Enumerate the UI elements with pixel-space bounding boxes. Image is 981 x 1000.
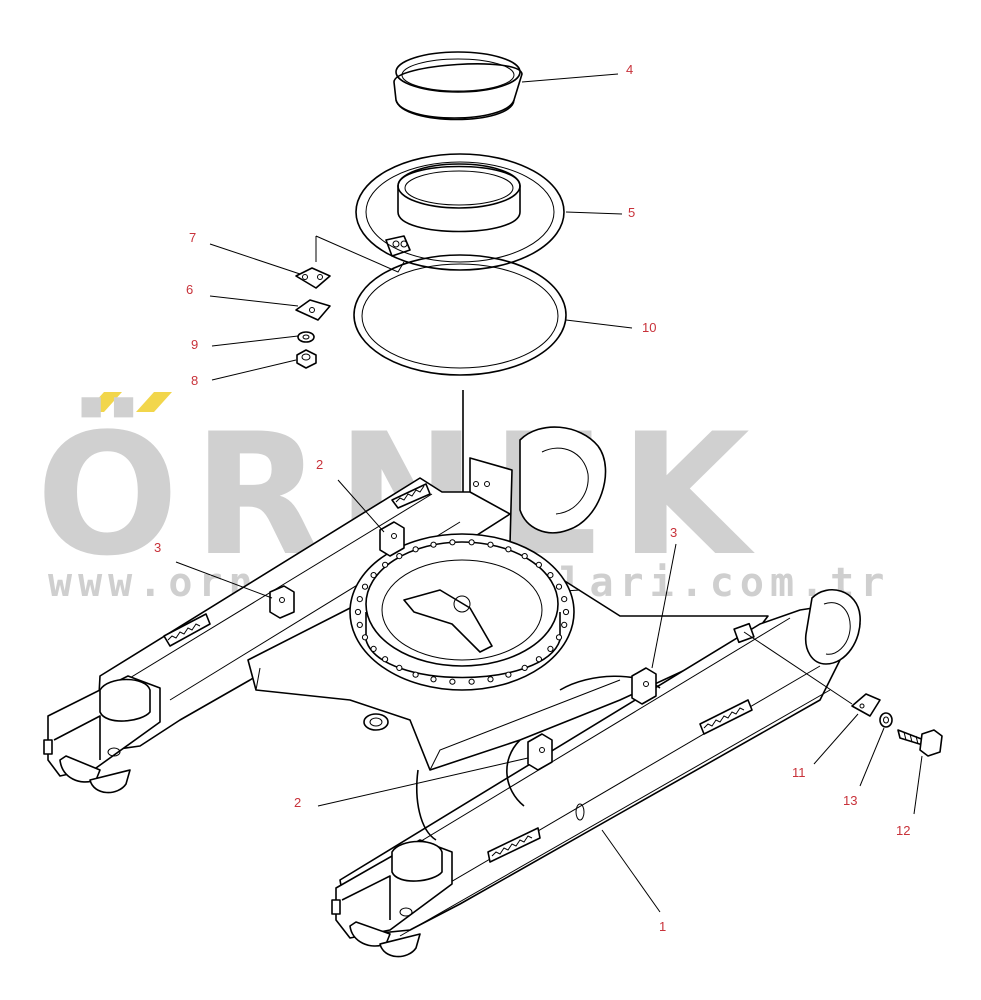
callout-6: 6 xyxy=(186,282,193,297)
bolt-hole xyxy=(449,678,456,685)
bolt-hole xyxy=(382,561,389,568)
callout-8: 8 xyxy=(191,373,198,388)
bolt-hole xyxy=(361,583,369,590)
bolt-hole xyxy=(370,572,377,579)
nut-part-8 xyxy=(296,349,317,369)
callout-2-top: 2 xyxy=(316,457,323,472)
bolt-hole xyxy=(430,541,437,548)
washer-part-13 xyxy=(879,712,893,728)
bolt-hole xyxy=(356,596,363,603)
watermark-umlaut-left xyxy=(86,392,122,412)
callout-2-bottom: 2 xyxy=(294,795,301,810)
bolt-hole xyxy=(361,634,369,641)
bolt-hole xyxy=(562,608,570,616)
bolt-hole xyxy=(547,645,554,653)
plate-part-11 xyxy=(851,693,881,717)
callout-3-left: 3 xyxy=(154,540,161,555)
swing-circle-bolt-holes xyxy=(354,539,570,685)
bracket-part-2-top xyxy=(379,521,405,557)
callout-10: 10 xyxy=(642,320,656,335)
callout-1: 1 xyxy=(659,919,666,934)
bolt-hole xyxy=(356,621,363,629)
bolt-hole xyxy=(505,546,512,553)
bolt-hole xyxy=(555,634,563,641)
bolt-hole xyxy=(468,539,475,546)
bolt-hole xyxy=(521,664,528,672)
bolt-hole xyxy=(412,671,419,678)
bearing-race-part-5 xyxy=(355,153,565,271)
bolt-hole xyxy=(430,676,437,683)
bolt-hole xyxy=(505,671,512,678)
bolt-hole xyxy=(412,546,419,553)
callouts: 4 5 10 7 6 9 8 2 3 3 2 1 11 13 12 xyxy=(154,62,910,934)
bolt-hole xyxy=(449,539,456,546)
bolt-hole xyxy=(396,664,403,672)
leader-lines xyxy=(175,73,923,913)
bolt-hole xyxy=(535,561,543,568)
bolt-hole xyxy=(382,656,389,663)
bolt-hole xyxy=(468,678,475,685)
callout-4: 4 xyxy=(626,62,633,77)
bolt-hole xyxy=(535,656,543,663)
callout-3-right: 3 xyxy=(670,525,677,540)
bolt-part-12 xyxy=(897,729,943,757)
callout-11: 11 xyxy=(792,765,806,780)
callout-7: 7 xyxy=(189,230,196,245)
gasket-part-6 xyxy=(295,299,331,321)
callout-13: 13 xyxy=(843,793,857,808)
bracket-part-3-left xyxy=(269,585,295,619)
bolt-hole xyxy=(370,645,377,653)
callout-9: 9 xyxy=(191,337,198,352)
bolt-hole xyxy=(561,621,568,629)
bracket-part-2-bottom xyxy=(527,733,553,771)
bolt-hole xyxy=(555,583,563,590)
bolt-hole xyxy=(521,553,528,560)
bolt-hole xyxy=(487,676,494,683)
bolt-hole xyxy=(561,596,568,603)
callout-5: 5 xyxy=(628,205,635,220)
cover-plate-part-7 xyxy=(295,267,331,289)
bolt-hole xyxy=(547,572,554,579)
washer-part-9 xyxy=(297,331,315,343)
seal-ring-part-4 xyxy=(393,51,523,121)
bracket-part-3-right xyxy=(631,667,657,705)
bolt-hole xyxy=(396,553,403,560)
callout-12: 12 xyxy=(896,823,910,838)
bolt-hole xyxy=(487,541,494,548)
o-ring-part-10 xyxy=(353,254,567,376)
bolt-hole xyxy=(354,608,362,616)
watermark-umlaut-right xyxy=(136,392,172,412)
